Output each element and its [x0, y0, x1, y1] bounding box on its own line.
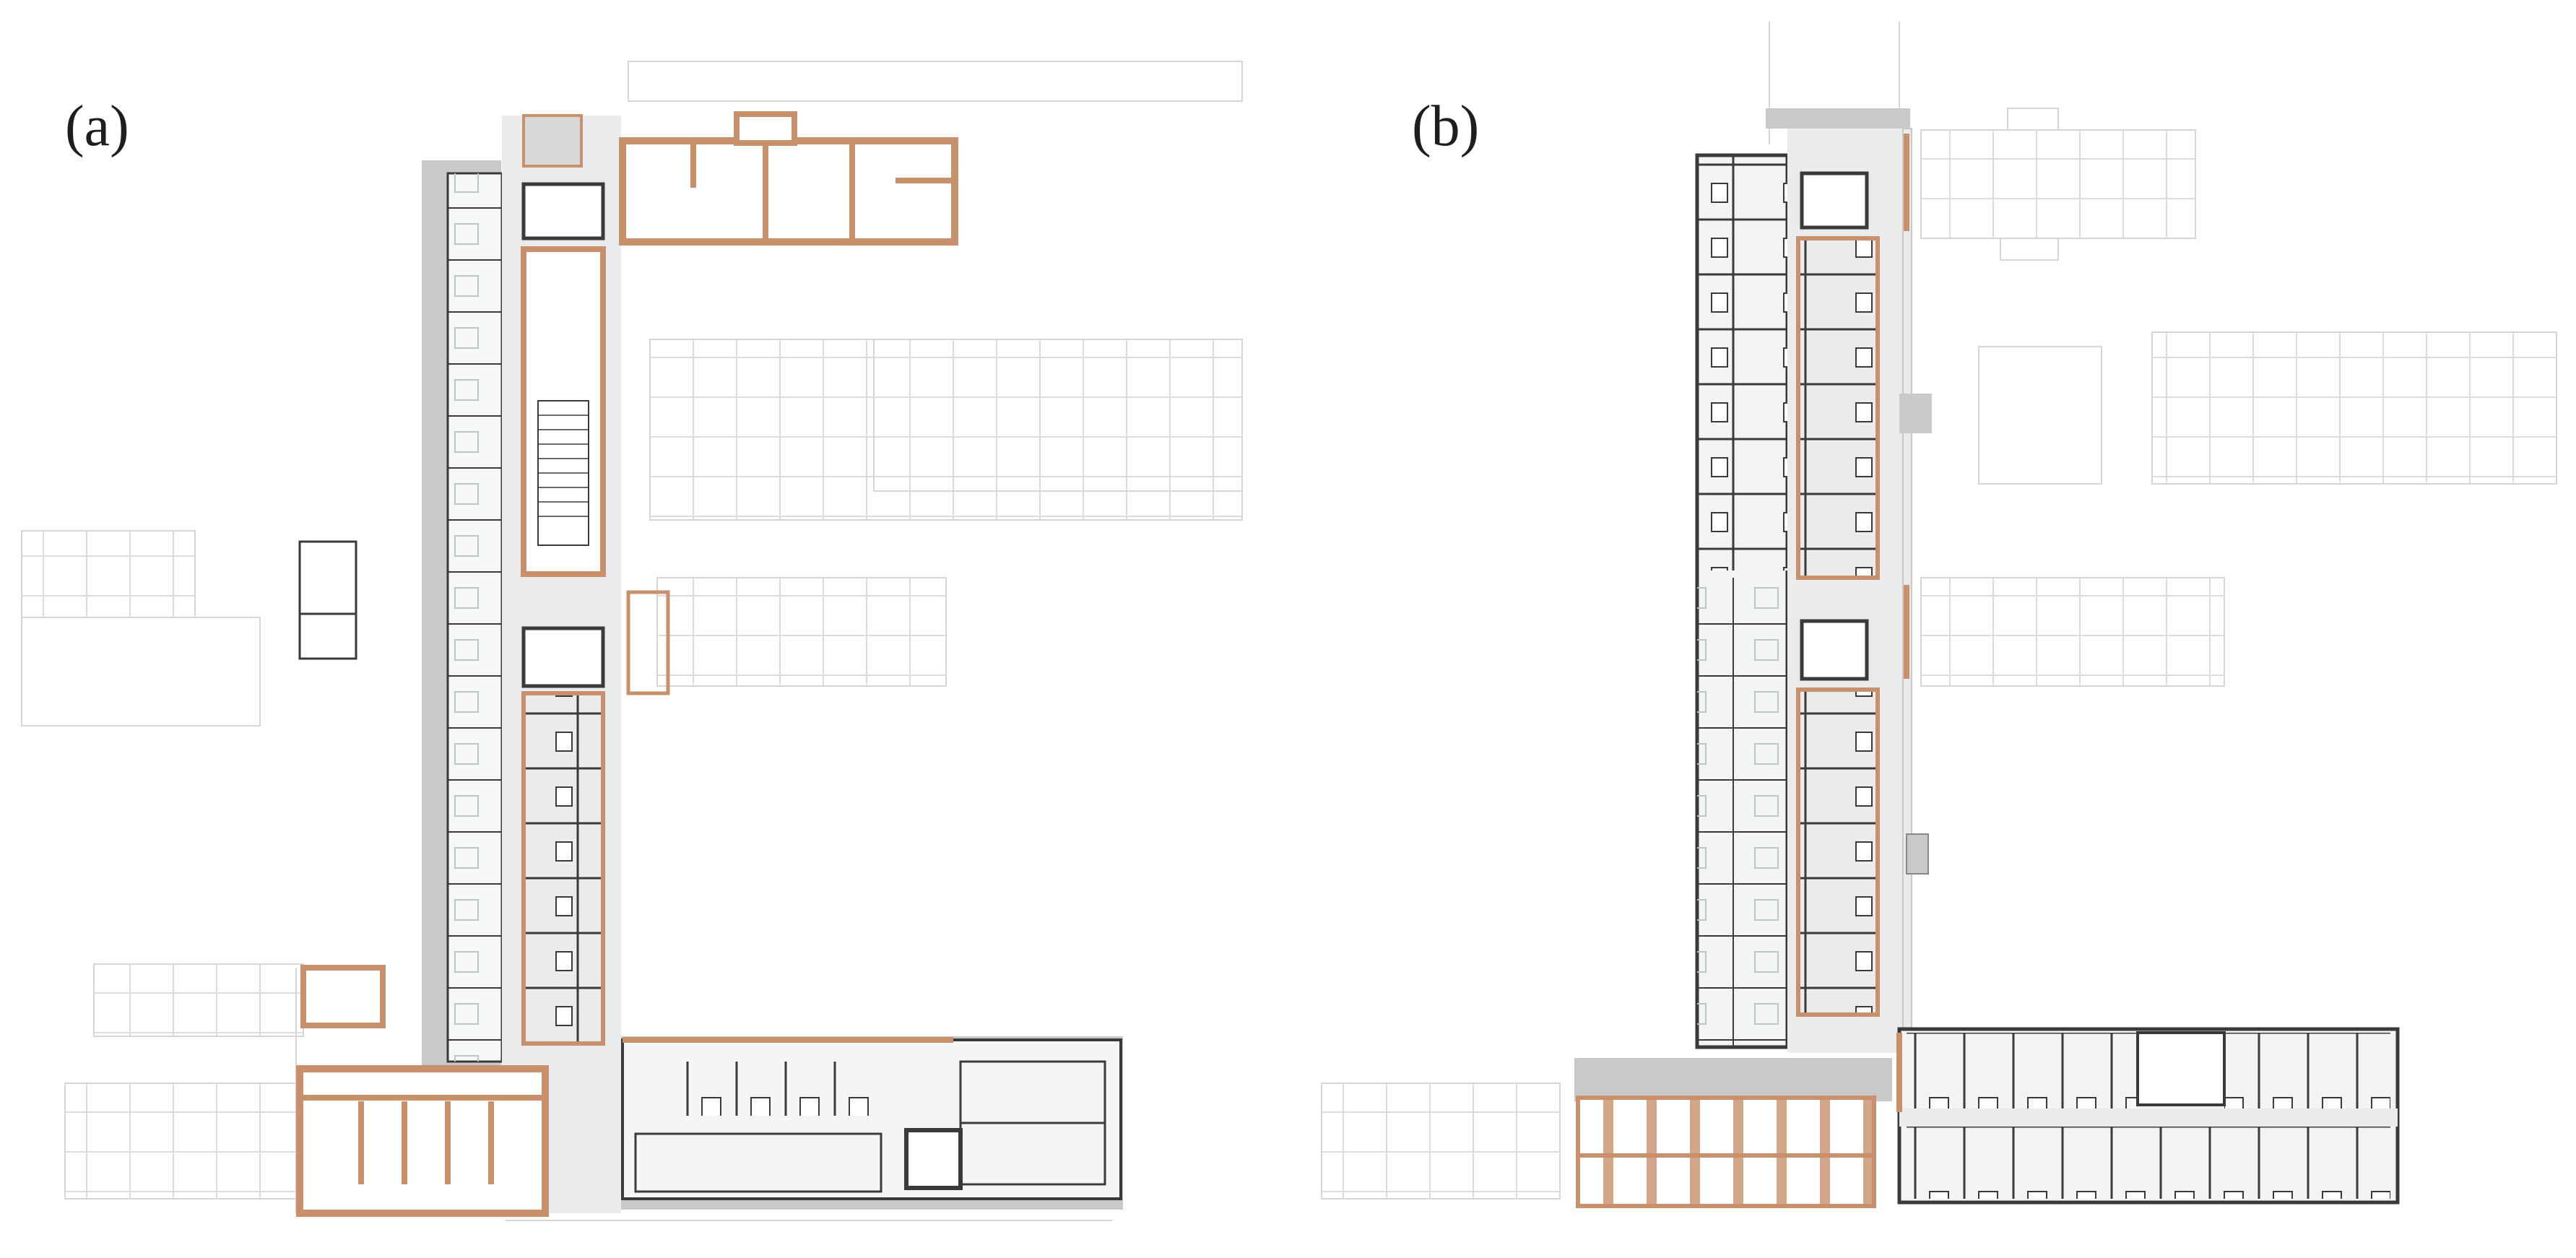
- context-buildings-a: [21, 61, 1243, 1221]
- historic-wall-a: [617, 116, 628, 1047]
- pavilion-a: [298, 540, 357, 660]
- context-buildings-b: [1321, 22, 2557, 1200]
- east-cells-north-b: [1796, 236, 1880, 580]
- plan-a: [21, 61, 1243, 1221]
- plan-b: [1321, 22, 2557, 1208]
- stair-core-north-a: [521, 182, 605, 240]
- north-historic-block-a: [619, 137, 958, 246]
- panel-a-label: (a): [65, 95, 129, 158]
- panel-b-label: (b): [1412, 95, 1480, 158]
- connector-b: [1574, 1058, 1892, 1101]
- southwest-historic-block-a: [296, 1065, 549, 1217]
- east-cells-south-b: [1796, 687, 1880, 1017]
- stair-core-south-b: [1800, 619, 1869, 681]
- office-block-a: [521, 691, 605, 1046]
- stair-core-north-b: [1800, 171, 1869, 230]
- hall-block-a: [521, 246, 606, 577]
- stair-core-south-a: [521, 626, 605, 688]
